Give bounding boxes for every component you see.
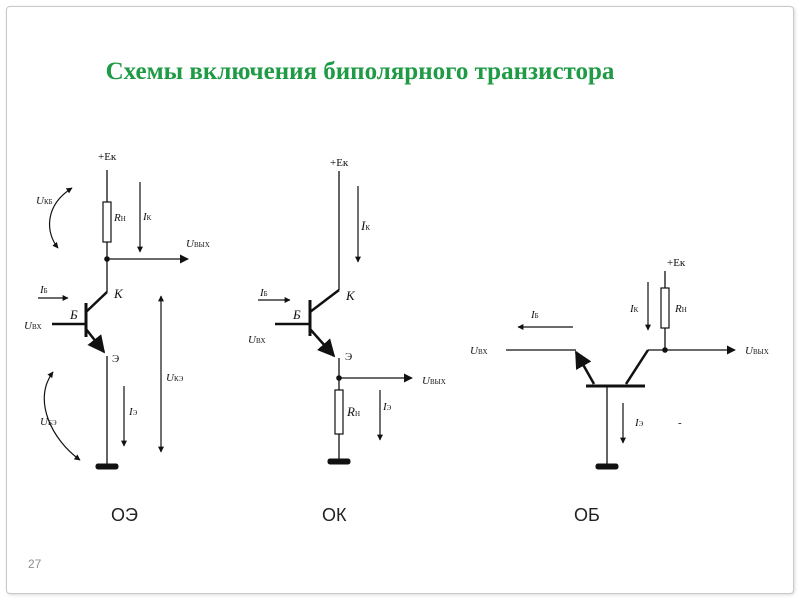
ce-uout-label: UВЫХ <box>186 238 210 250</box>
cc-ik-label: IК <box>360 218 370 233</box>
cc-collector-lead <box>309 289 340 313</box>
cc-ie-label: IЭ <box>382 401 392 413</box>
cb-ik-label: IК <box>629 303 639 315</box>
cc-b-label: Б <box>292 307 301 322</box>
cc-emitter-arrow <box>309 328 336 358</box>
ce-ground <box>95 463 119 470</box>
cb-uout-label: UВЫХ <box>745 345 769 357</box>
cb-dash-mark: - <box>678 417 682 429</box>
cc-rn-label: RН <box>346 404 360 419</box>
ce-k-label: К <box>113 286 124 301</box>
cb-rn-label: RН <box>674 303 687 315</box>
ce-ie-label: IЭ <box>128 406 138 418</box>
page-number: 27 <box>28 557 42 571</box>
ce-collector-lead <box>85 291 108 313</box>
ce-load-resistor <box>102 201 112 243</box>
ce-rn-label: RН <box>113 212 126 224</box>
scheme-common-emitter: +Eк <box>38 151 189 470</box>
ce-uke-label: UКЭ <box>166 372 184 384</box>
scheme-common-base <box>506 271 736 470</box>
ce-ukb-curve <box>48 187 73 249</box>
cc-supply-label: +Eк <box>330 157 349 169</box>
ce-ube-curve <box>43 371 81 461</box>
ce-ib-label: IБ <box>39 284 48 296</box>
ce-emitter-arrow <box>85 328 106 354</box>
scheme-label-cb: ОБ <box>574 505 600 525</box>
ce-ik-label: IК <box>142 211 152 223</box>
cb-supply-label: +Eк <box>667 257 686 269</box>
cb-uin-label: UВХ <box>470 345 488 357</box>
cc-k-label: К <box>345 288 356 303</box>
cb-collector-lead <box>624 349 650 385</box>
cc-uout-label: UВЫХ <box>422 375 446 387</box>
cb-load-resistor <box>660 287 670 329</box>
scheme-common-collector <box>258 171 413 465</box>
cb-ground <box>595 463 619 470</box>
ce-ukb-label: UКБ <box>36 195 53 207</box>
ce-e-label: Э <box>112 353 119 365</box>
page-title: Схемы включения биполярного транзистора <box>105 58 615 85</box>
ce-b-label: Б <box>69 307 78 322</box>
cb-ib-label: IБ <box>530 309 539 321</box>
cc-uin-label: UВХ <box>248 334 266 346</box>
cc-load-resistor <box>334 389 344 435</box>
ce-uin-label: UВХ <box>24 320 42 332</box>
cb-ie-label: IЭ <box>634 417 644 429</box>
scheme-label-ce: ОЭ <box>111 505 138 525</box>
cb-emitter-arrow <box>574 350 596 385</box>
ce-ube-label: UБЭ <box>40 416 57 428</box>
cc-e-label: Э <box>345 351 352 363</box>
cc-ground <box>327 458 351 465</box>
scheme-label-cc: ОК <box>322 505 347 525</box>
ce-supply-label: +Eк <box>98 151 117 163</box>
cc-ib-label: IБ <box>259 287 268 299</box>
